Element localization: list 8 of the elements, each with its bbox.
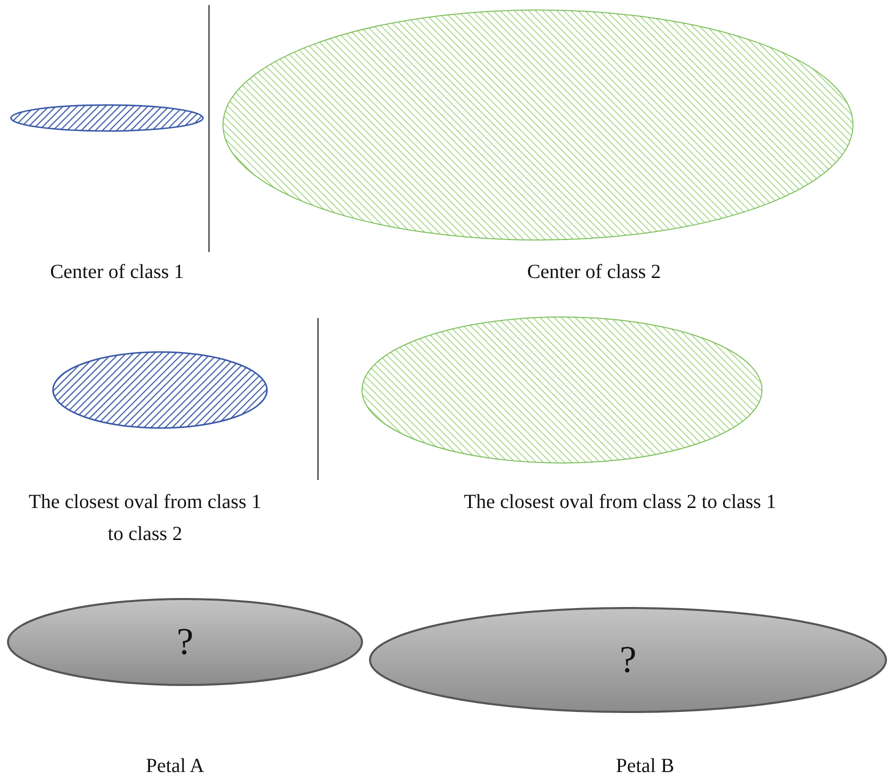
node-label: Petal B [614,754,676,779]
question-mark: ? [176,623,194,661]
node-label: The closest oval from class 1 to class 2 [28,490,262,547]
node-label: Center of class 2 [526,260,662,285]
node-label: Petal A [144,754,206,779]
question-mark: ? [620,641,636,679]
text-label: Center of class 1 [49,260,185,285]
node-label: The closest oval from class 2 to class 1 [462,490,778,515]
